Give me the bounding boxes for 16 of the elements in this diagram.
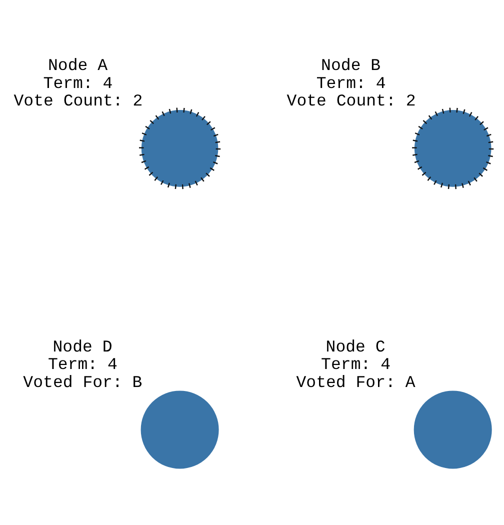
node-label: Voted For: B: [22, 372, 142, 392]
node-circle: [140, 390, 218, 469]
node-label: Vote Count: 2: [286, 92, 416, 111]
node-label: Node D: [52, 337, 112, 356]
node-circle: [412, 108, 494, 190]
node-label: Term: 4: [42, 74, 112, 93]
node-circle: [138, 108, 220, 190]
node-label: Voted For: A: [296, 372, 415, 392]
node-label: Node B: [320, 56, 380, 76]
node-label: Node A: [48, 56, 108, 76]
node-label: Term: 4: [320, 355, 390, 374]
node-label: Term: 4: [48, 355, 117, 374]
node-label: Term: 4: [316, 74, 386, 93]
node-label: Vote Count: 2: [13, 92, 142, 111]
node-label: Node C: [325, 337, 385, 356]
node-circle: [413, 390, 492, 469]
